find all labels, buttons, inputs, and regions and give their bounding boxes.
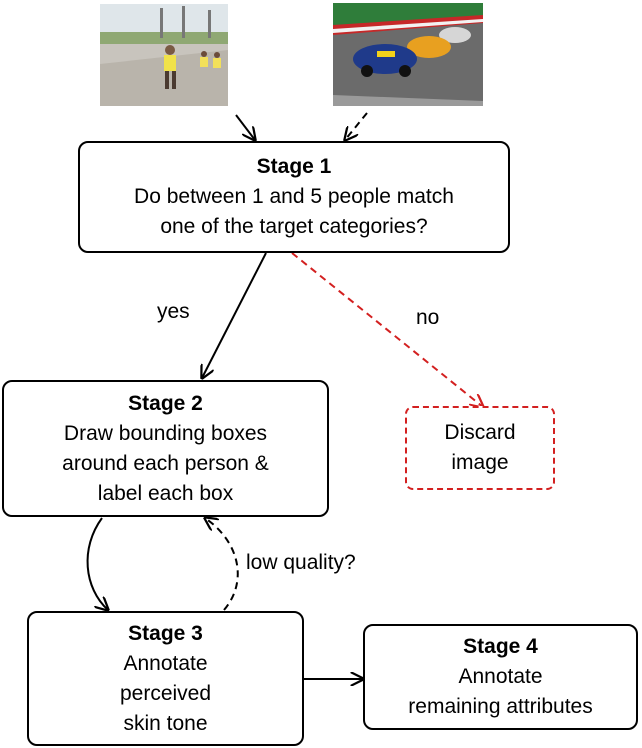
arrow-low-quality [205, 518, 239, 611]
stage2-box: Stage 2 Draw bounding boxes around each … [2, 380, 329, 517]
stage3-line2: perceived [119, 681, 212, 705]
stage2-line2: around each person & [62, 451, 269, 475]
stage1-title: Stage 1 [256, 155, 332, 178]
low-quality-label: low quality? [246, 551, 356, 574]
stage4-line2: remaining attributes [408, 695, 593, 718]
discard-line1: Discard [444, 421, 516, 444]
stage2-line1: Draw bounding boxes [63, 421, 268, 445]
stage1-line2: one of the target categories? [160, 215, 428, 238]
stage4-title: Stage 4 [463, 635, 538, 658]
stage2-title: Stage 2 [128, 391, 203, 415]
arrow-cars-to-stage1 [345, 112, 368, 140]
stage4-line1: Annotate [458, 665, 543, 688]
arrow-stage2-to-stage3 [86, 517, 108, 610]
arrow-runners-to-stage1 [235, 114, 255, 140]
arrow-yes [202, 252, 267, 378]
no-label: no [416, 306, 440, 329]
stage3-box: Stage 3 Annotate perceived skin tone [27, 611, 304, 746]
stage4-box: Stage 4 Annotate remaining attributes [363, 624, 638, 730]
race-cars-photo [333, 3, 483, 106]
stage3-line1: Annotate [123, 651, 208, 675]
discard-line2: image [451, 451, 509, 474]
stage1-line1: Do between 1 and 5 people match [134, 185, 454, 208]
stage2-line3: label each box [97, 481, 234, 505]
stage1-box: Stage 1 Do between 1 and 5 people match … [78, 141, 510, 253]
discard-box: Discard image [405, 406, 555, 490]
arrow-no [291, 252, 483, 407]
yes-label: yes [157, 300, 190, 323]
stage3-title: Stage 3 [128, 621, 203, 645]
stage3-line3: skin tone [123, 711, 208, 735]
runners-photo [100, 4, 228, 106]
